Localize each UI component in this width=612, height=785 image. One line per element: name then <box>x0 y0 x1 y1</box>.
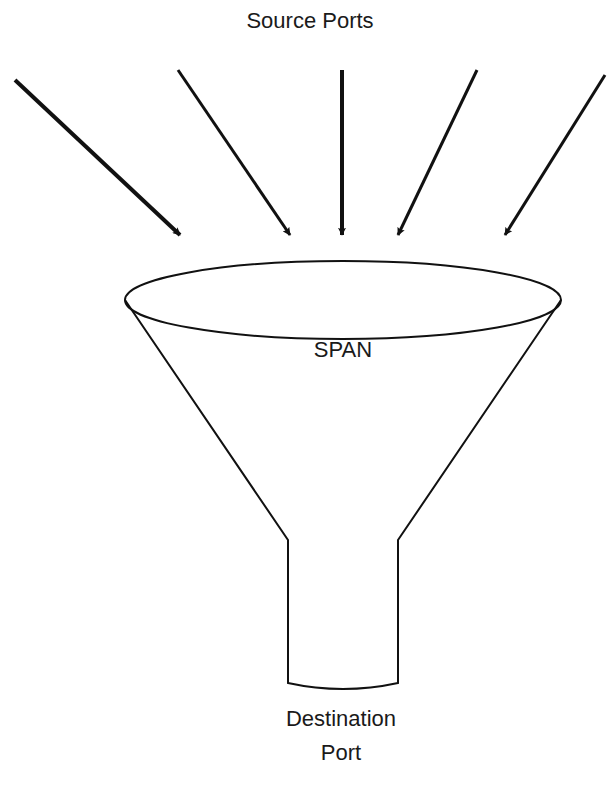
node-label: SPAN <box>120 333 566 367</box>
source-arrow <box>340 70 344 235</box>
source-arrow <box>178 70 290 235</box>
source-arrow <box>398 70 477 235</box>
source-arrow <box>15 80 180 235</box>
source-arrow <box>505 75 605 235</box>
source-label: Source Ports <box>160 4 460 38</box>
destination-label: Destination Port <box>266 702 416 770</box>
funnel-rim <box>125 261 561 339</box>
funnel-outline <box>120 255 566 695</box>
funnel-node: SPAN <box>120 255 566 695</box>
